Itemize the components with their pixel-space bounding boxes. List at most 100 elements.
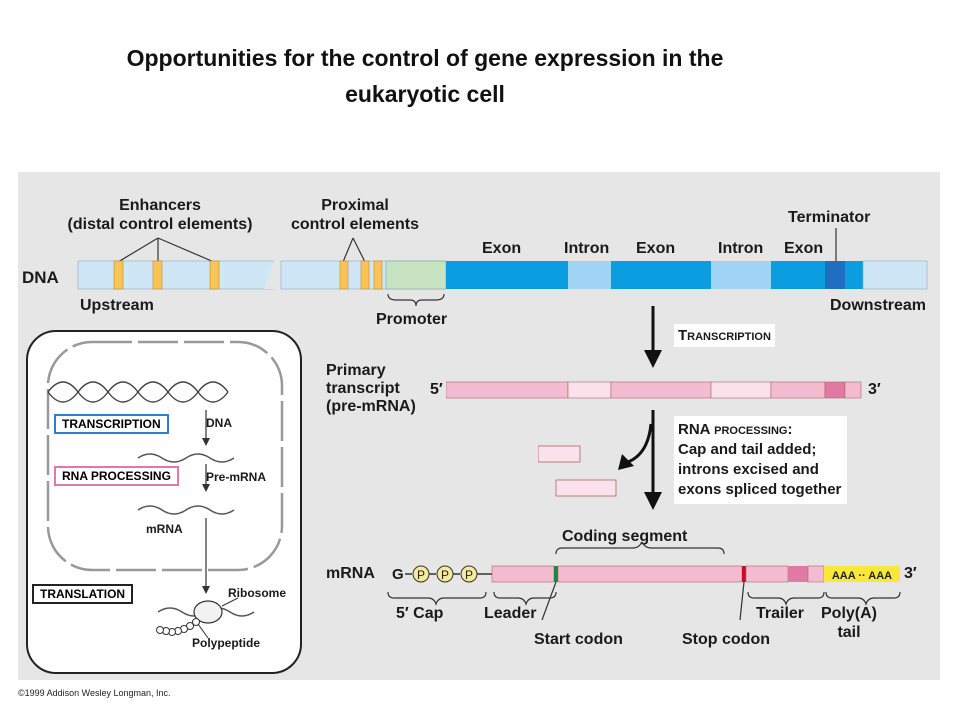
pt-exon-2	[610, 381, 712, 399]
leader-label: Leader	[484, 605, 537, 622]
phosphate-2: P	[436, 565, 454, 583]
dna-helix	[47, 381, 229, 403]
pt-intron-1	[567, 381, 612, 399]
cap-brace	[387, 591, 487, 606]
primary-transcript-label: Primary transcript (pre-mRNA)	[326, 362, 416, 415]
mrna-trailer-1	[745, 565, 789, 583]
exon-3	[771, 261, 825, 289]
coding-segment-label: Coding segment	[562, 528, 688, 545]
exon-1	[446, 261, 568, 289]
phosphate-1: P	[412, 565, 430, 583]
rna-processing-detail: Cap and tail added; introns excised and …	[678, 441, 842, 498]
start-codon-pointer	[541, 581, 557, 621]
promoter-region	[385, 260, 447, 290]
primary-3prime-label: 3′	[868, 381, 881, 398]
polypeptide-chain	[156, 618, 200, 636]
copyright-notice: ©1999 Addison Wesley Longman, Inc.	[18, 688, 171, 698]
exon-label-2: Exon	[636, 240, 676, 257]
intron-label-1: Intron	[564, 240, 610, 257]
enhancers-label: Enhancers (distal control elements)	[67, 197, 253, 233]
polya-tail	[824, 566, 900, 582]
start-codon-label: Start codon	[534, 631, 623, 648]
page-title: Opportunities for the control of gene ex…	[0, 40, 850, 112]
cap-g: G	[392, 566, 404, 583]
cell-inset-graphic	[46, 340, 284, 639]
inset-transcription-box: TRANSCRIPTION	[54, 414, 169, 434]
excised-intron-1	[538, 445, 581, 463]
inset-dna-label: DNA	[206, 416, 232, 430]
mrna-trailer-dark	[788, 566, 808, 582]
exon-3-end	[845, 261, 863, 289]
inset-ribosome-label: Ribosome	[228, 586, 287, 600]
svg-text:P: P	[465, 568, 473, 582]
rna-processing-arrows	[538, 410, 662, 510]
mrna-3prime-label: 3′	[904, 565, 917, 582]
transcription-arrow	[644, 306, 662, 368]
enhancer-2	[152, 260, 163, 290]
stop-codon-mark	[742, 566, 746, 582]
title-line-1: Opportunities for the control of gene ex…	[126, 45, 724, 71]
exon-label-1: Exon	[482, 240, 522, 257]
title-line-2: eukaryotic cell	[345, 81, 505, 107]
polya-text: AAA ·· AAA	[832, 570, 892, 582]
stop-codon-label: Stop codon	[682, 631, 770, 648]
rna-processing-heading: RNA processing:	[678, 421, 793, 438]
exon-label-3: Exon	[784, 240, 824, 257]
mrna-label: mRNA	[326, 565, 375, 582]
pre-mrna-wave	[137, 453, 235, 463]
proximal-element-3	[373, 260, 383, 290]
enhancer-connectors	[117, 228, 837, 263]
stop-codon-pointer	[739, 581, 745, 621]
pt-end	[844, 381, 862, 399]
svg-text:P: P	[441, 568, 449, 582]
promoter-brace	[387, 293, 445, 307]
cap-label: 5′ Cap	[396, 605, 444, 622]
transcription-step-label: Transcription	[674, 324, 775, 347]
primary-transcript-strand	[446, 381, 862, 399]
polya-brace	[825, 591, 901, 606]
promoter-label: Promoter	[376, 311, 448, 328]
phosphate-3: P	[460, 565, 478, 583]
pt-exon-1	[446, 381, 569, 399]
dna-break	[264, 261, 286, 289]
intron-1	[568, 261, 611, 289]
rna-processing-box: RNA processing: Cap and tail added; intr…	[674, 416, 848, 504]
inset-translation-box: TRANSLATION	[32, 584, 134, 604]
gene-expression-figure: Enhancers (distal control elements) Prox…	[18, 172, 940, 680]
dna-downstream-segment	[862, 260, 928, 290]
intron-2	[711, 261, 771, 289]
proximal-control-label: Proximal control elements	[290, 197, 420, 233]
enhancer-1	[113, 260, 124, 290]
mrna-leader	[491, 565, 555, 583]
svg-text:P: P	[417, 568, 425, 582]
excised-intron-2	[555, 479, 617, 497]
dna-strand	[77, 228, 928, 307]
proximal-element-1	[339, 260, 349, 290]
pt-exon-3	[770, 381, 826, 399]
pt-intron-2	[710, 381, 772, 399]
mrna-trailer-2	[807, 565, 825, 583]
polya-label: Poly(A) tail	[821, 605, 877, 641]
cell-inset: TRANSCRIPTION DNA RNA PROCESSING Pre-mRN…	[26, 330, 302, 674]
processing-curved-arrow	[627, 423, 653, 464]
dna-upstream-segment	[77, 260, 275, 290]
inset-polypeptide-label: Polypeptide	[192, 636, 261, 650]
start-codon-mark	[554, 566, 558, 582]
dna-label: DNA	[22, 268, 59, 287]
inset-pre-mrna-label: Pre-mRNA	[206, 470, 267, 484]
ribosome	[193, 600, 223, 624]
inset-rna-processing-box: RNA PROCESSING	[54, 466, 179, 486]
proximal-element-2	[360, 260, 370, 290]
primary-5prime-label: 5′	[430, 381, 443, 398]
upstream-label: Upstream	[80, 297, 154, 314]
coding-segment-brace	[555, 542, 725, 555]
inset-mrna-label: mRNA	[146, 522, 183, 536]
terminator-region	[825, 261, 845, 289]
trailer-label: Trailer	[756, 605, 805, 622]
leader-brace	[493, 591, 557, 606]
intron-label-2: Intron	[718, 240, 764, 257]
mrna-wave	[137, 505, 235, 515]
trailer-brace	[747, 591, 825, 606]
pt-terminator	[824, 381, 846, 399]
mrna-strand: G P P P AAA ·· AAA	[387, 542, 901, 621]
